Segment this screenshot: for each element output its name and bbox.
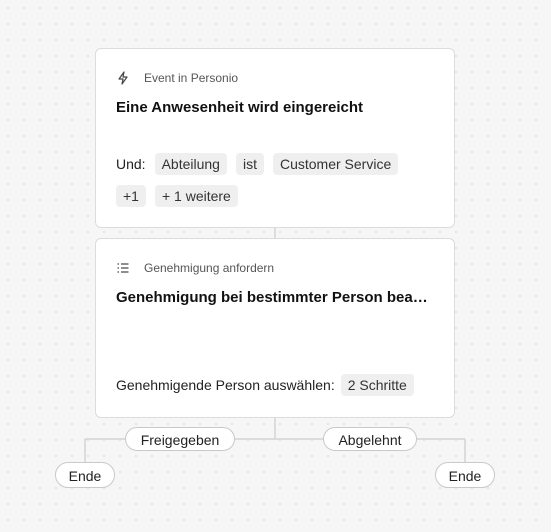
trigger-title: Eine Anwesenheit wird eingereicht <box>116 99 364 116</box>
approver-row: Genehmigende Person auswählen: 2 Schritt… <box>116 374 423 396</box>
condition-prefix: Und: <box>116 156 146 172</box>
condition-chip-more-count[interactable]: +1 <box>116 185 146 207</box>
trigger-card-header: Event in Personio <box>116 71 238 85</box>
trigger-conditions: Und: Abteilung ist Customer Service <box>116 153 407 175</box>
trigger-header-label: Event in Personio <box>144 71 239 85</box>
approval-header-label: Genehmigung anfordern <box>144 261 275 275</box>
trigger-card[interactable]: Event in Personio Eine Anwesenheit wird … <box>95 48 455 228</box>
condition-chip-field: Abteilung <box>154 153 227 175</box>
trigger-extra-conditions: +1 + 1 weitere <box>116 185 247 207</box>
condition-chip-value: Customer Service <box>272 153 399 175</box>
condition-chip-operator: ist <box>235 153 264 175</box>
approval-card[interactable]: Genehmigung anfordern Genehmigung bei be… <box>95 238 455 418</box>
branch-rejected-pill[interactable]: Abgelehnt <box>323 427 417 451</box>
approval-card-header: Genehmigung anfordern <box>116 261 274 275</box>
approver-steps-chip[interactable]: 2 Schritte <box>340 374 414 396</box>
end-node-left[interactable]: Ende <box>55 462 115 488</box>
end-node-right[interactable]: Ende <box>435 462 495 488</box>
branch-approved-pill[interactable]: Freigegeben <box>125 427 235 451</box>
approver-label: Genehmigende Person auswählen: <box>116 377 335 393</box>
condition-chip-more[interactable]: + 1 weitere <box>154 185 238 207</box>
approval-title: Genehmigung bei bestimmter Person bea… <box>116 289 428 306</box>
checklist-icon <box>116 261 130 275</box>
lightning-icon <box>116 71 130 85</box>
